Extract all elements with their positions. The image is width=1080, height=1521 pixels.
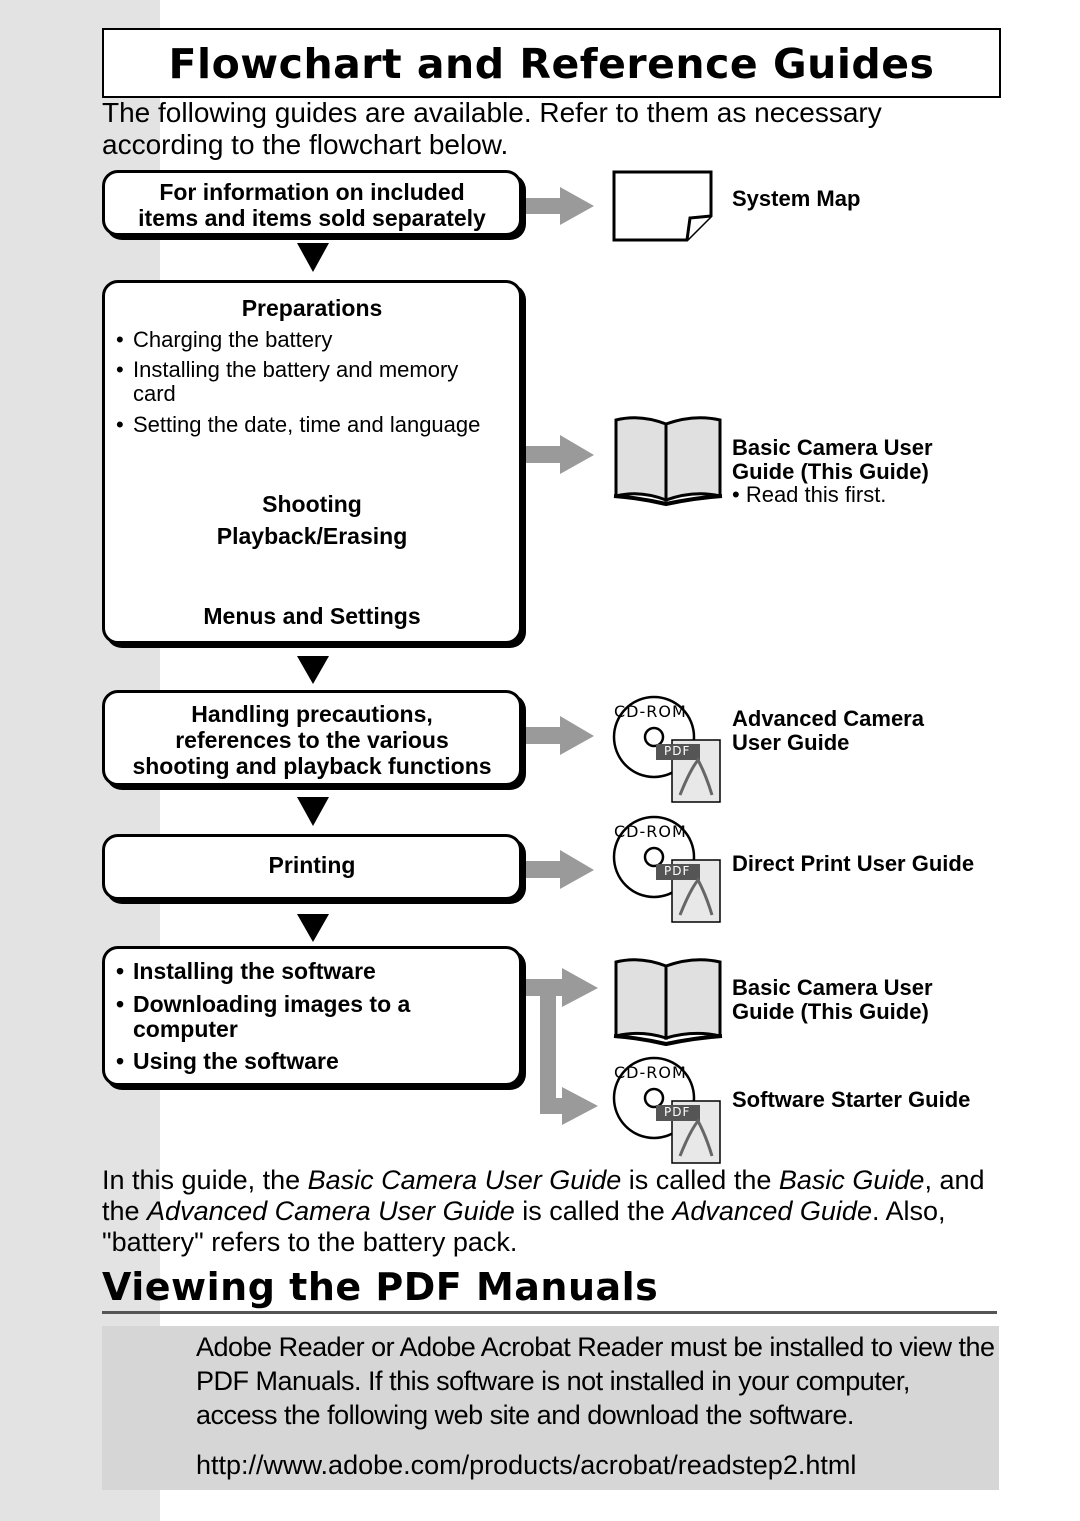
bullet-text: Installing the battery and memory: [133, 357, 459, 382]
cdrom-label: CD-ROM: [614, 1063, 687, 1082]
flow-box-preparations: Preparations • Charging the battery • In…: [102, 280, 522, 644]
body-text: is called the: [621, 1165, 779, 1195]
down-arrow-6: [297, 914, 329, 942]
guide-basic-2-line1: Basic Camera User: [732, 975, 933, 1000]
pdf-label: PDF: [664, 744, 691, 758]
bullet-text: computer: [133, 1016, 238, 1042]
printing-label: Printing: [268, 852, 356, 878]
right-arrow-5: [524, 968, 598, 1125]
box3-line1: Handling precautions,: [191, 701, 433, 727]
menus-label: Menus and Settings: [203, 603, 421, 629]
cdrom-icon-1: [612, 695, 721, 803]
guide-advanced-line2: User Guide: [732, 730, 850, 755]
prep-bullet-1: • Charging the battery: [116, 328, 516, 352]
intro-text: The following guides are available. Refe…: [102, 97, 882, 160]
cdrom-label: CD-ROM: [614, 702, 687, 721]
guide-software-starter: Software Starter Guide: [732, 1087, 971, 1112]
guide-direct-print: Direct Print User Guide: [732, 851, 975, 876]
shooting-label: Shooting: [262, 491, 362, 517]
software-bullet-2-cont: computer: [116, 1016, 516, 1042]
body-text: In this guide, the: [102, 1165, 308, 1195]
software-bullet-3: • Using the software: [116, 1048, 516, 1074]
body-italic: Basic Guide: [778, 1165, 925, 1195]
prep-bullet-2-cont: card: [116, 382, 516, 406]
pdf-label: PDF: [664, 864, 691, 878]
bullet-dot: •: [116, 357, 124, 382]
guide-advanced-line1: Advanced Camera: [732, 706, 924, 731]
playback-label: Playback/Erasing: [216, 523, 408, 549]
cdrom-icon-3: [612, 1056, 721, 1164]
guide-basic-1-note: • Read this first.: [732, 482, 887, 507]
right-arrow-3: [524, 716, 594, 755]
prep-bullet-2: • Installing the battery and memory: [116, 358, 516, 382]
guide-basic-2-line2: Guide (This Guide): [732, 999, 929, 1024]
bullet-dot: •: [116, 991, 125, 1017]
flow-box-included-items: For information on included items and it…: [102, 170, 522, 236]
body-italic: Advanced Guide: [672, 1196, 872, 1226]
right-arrows: [524, 187, 598, 1125]
caution-note: Adobe Reader or Adobe Acrobat Reader mus…: [102, 1326, 999, 1490]
box3-line2: references to the various: [175, 727, 449, 753]
flow-box-printing: Printing: [102, 834, 522, 900]
bullet-text: Installing the software: [133, 958, 376, 984]
box1-line1: For information on included: [159, 179, 465, 205]
adobe-url-link[interactable]: http://www.adobe.com/products/acrobat/re…: [196, 1450, 857, 1480]
title-box: Flowchart and Reference Guides: [102, 28, 1001, 98]
system-map-icon: [612, 170, 713, 242]
body-text: . Also, "battery" refers to the battery …: [102, 1196, 946, 1257]
book-icon-1: [613, 416, 723, 507]
right-arrow-2: [524, 435, 594, 474]
body-text: is called the: [514, 1196, 673, 1226]
flow-box-software: • Installing the software • Downloading …: [102, 946, 522, 1086]
section-divider: [102, 1311, 997, 1314]
bullet-dot: •: [116, 327, 124, 352]
book-icon-2: [613, 958, 723, 1047]
bullet-text: Downloading images to a: [133, 991, 411, 1017]
right-arrow-4: [524, 850, 594, 889]
down-arrow-4: [297, 656, 329, 684]
prep-bullet-3: • Setting the date, time and language: [116, 413, 516, 437]
caution-text: Adobe Reader or Adobe Acrobat Reader mus…: [196, 1332, 995, 1430]
guide-system-map: System Map: [732, 186, 861, 211]
guide-basic-1-line1: Basic Camera User: [732, 435, 933, 460]
right-arrow-1: [524, 187, 594, 225]
body-paragraph: In this guide, the Basic Camera User Gui…: [102, 1165, 1002, 1258]
guide-basic-1-line2: Guide (This Guide): [732, 459, 929, 484]
software-bullet-1: • Installing the software: [116, 958, 516, 984]
body-text: , and the: [102, 1165, 985, 1226]
bullet-dot: •: [116, 958, 125, 984]
body-italic: Advanced Camera User Guide: [147, 1196, 515, 1226]
bullet-text: Using the software: [133, 1048, 339, 1074]
page-title: Flowchart and Reference Guides: [168, 40, 935, 88]
bullet-text: Charging the battery: [133, 327, 333, 352]
bullet-text: card: [133, 381, 176, 406]
box3-line3: shooting and playback functions: [132, 753, 492, 779]
section-heading: Viewing the PDF Manuals: [102, 1265, 659, 1309]
down-arrow-5: [297, 797, 329, 826]
software-bullet-2: • Downloading images to a: [116, 991, 516, 1017]
pdf-label: PDF: [664, 1105, 691, 1119]
cdrom-label: CD-ROM: [614, 822, 687, 841]
preparations-heading: Preparations: [241, 295, 383, 321]
bullet-dot: •: [116, 1048, 125, 1074]
cdrom-icon-2: [612, 815, 721, 923]
down-arrow-1: [297, 243, 329, 272]
flow-box-handling: Handling precautions, references to the …: [102, 690, 522, 786]
box1-line2: items and items sold separately: [138, 205, 486, 231]
body-italic: Basic Camera User Guide: [307, 1165, 622, 1195]
bullet-dot: •: [116, 412, 124, 437]
bullet-text: Setting the date, time and language: [133, 412, 481, 437]
